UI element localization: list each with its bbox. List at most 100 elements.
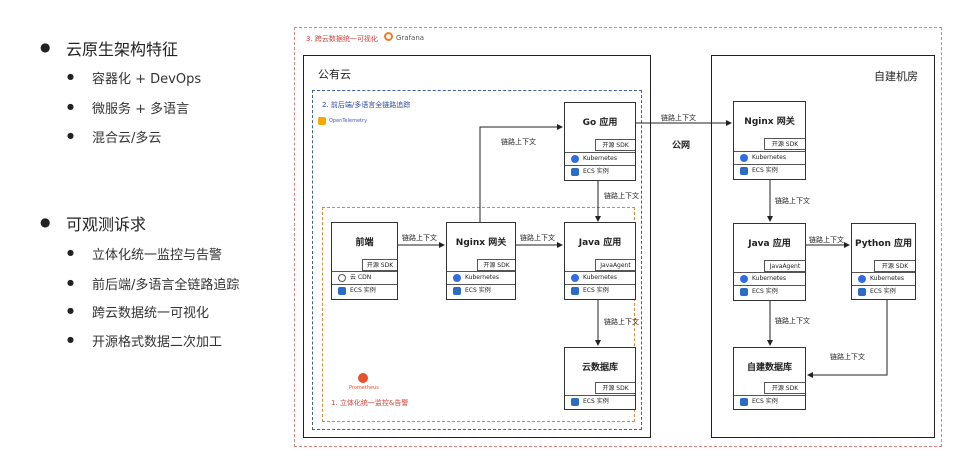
bullet-dot: ● xyxy=(67,335,74,344)
infra-row: ECS 实例 xyxy=(734,164,805,176)
ecs-icon xyxy=(740,166,748,175)
node-java-public[interactable]: Java 应用 JavaAgent Kubernetes ECS 实例 xyxy=(564,222,636,300)
bullet-dot: ● xyxy=(67,248,74,257)
section-title: 云原生架构特征 xyxy=(66,40,179,59)
edge-label: 链路上下文 xyxy=(604,318,639,326)
list-item: 开源格式数据二次加工 xyxy=(92,335,223,350)
node-title: Java 应用 xyxy=(748,239,791,249)
ecs-icon xyxy=(740,287,748,296)
grafana-icon xyxy=(384,32,393,41)
sdk-label: 开源 SDK xyxy=(595,382,635,394)
node-cloud-db[interactable]: 云数据库 开源 SDK ECS 实例 xyxy=(564,347,636,410)
infra-row: Kubernetes xyxy=(852,272,915,284)
visualization-label: 3. 跨云数据统一可视化 xyxy=(306,35,378,43)
opentelemetry-icon xyxy=(318,117,326,125)
kubernetes-icon xyxy=(453,273,461,282)
tracing-region xyxy=(312,90,642,430)
node-title: 云数据库 xyxy=(581,363,618,373)
infra-row: Kubernetes xyxy=(565,152,635,164)
edge-label: 链路上下文 xyxy=(661,114,696,122)
ecs-icon xyxy=(453,286,461,295)
list-item: 跨云数据统一可视化 xyxy=(92,306,210,321)
ecs-icon xyxy=(740,397,748,406)
infra-row: Kubernetes xyxy=(447,271,515,283)
node-nginx-private[interactable]: Nginx 网关 开源 SDK Kubernetes ECS 实例 xyxy=(733,101,806,180)
agent-label: JavaAgent xyxy=(595,259,635,271)
bullet-dot: ● xyxy=(40,215,51,229)
bullet-dot: ● xyxy=(67,131,74,140)
list-item: 容器化 + DevOps xyxy=(92,72,202,87)
node-python-app[interactable]: Python 应用 开源 SDK Kubernetes ECS 实例 xyxy=(851,223,916,300)
bullet-dot: ● xyxy=(67,306,74,315)
list-item: 前后端/多语言全链路追踪 xyxy=(92,278,240,293)
edge-label: 链路上下文 xyxy=(775,317,810,325)
node-title: Python 应用 xyxy=(854,239,913,249)
bullet-dot: ● xyxy=(40,40,51,54)
infra-row: ECS 实例 xyxy=(565,165,635,177)
bullet-dot: ● xyxy=(67,278,74,287)
kubernetes-icon xyxy=(571,154,579,163)
section-title: 可观测诉求 xyxy=(66,215,147,234)
kubernetes-icon xyxy=(740,153,748,162)
node-title: 自建数据库 xyxy=(746,363,792,373)
node-title: Go 应用 xyxy=(582,118,618,128)
monitoring-label: 1. 立体化统一监控&告警 xyxy=(331,399,409,407)
sdk-label: 开源 SDK xyxy=(764,382,805,394)
public-cloud-label: 公有云 xyxy=(318,68,351,81)
prometheus-label: Prometheus xyxy=(349,385,379,391)
ecs-icon xyxy=(571,286,579,295)
node-title: Java 应用 xyxy=(578,238,622,248)
kubernetes-icon xyxy=(571,273,579,282)
edge-label: 链路上下文 xyxy=(830,353,865,361)
prometheus-icon xyxy=(358,373,368,383)
ecs-icon xyxy=(571,167,579,176)
list-item: 混合云/多云 xyxy=(92,131,162,146)
node-title: Nginx 网关 xyxy=(744,117,795,127)
grafana-label: Grafana xyxy=(396,34,425,42)
infra-row: 云 CDN xyxy=(332,271,397,283)
infra-row: ECS 实例 xyxy=(447,284,515,296)
bullet-dot: ● xyxy=(67,72,74,81)
sdk-label: 开源 SDK xyxy=(595,139,635,151)
infra-row: Kubernetes xyxy=(734,272,805,284)
kubernetes-icon xyxy=(858,274,866,283)
node-title: 前端 xyxy=(355,238,374,248)
infra-row: ECS 实例 xyxy=(734,285,805,297)
node-java-private[interactable]: Java 应用 JavaAgent Kubernetes ECS 实例 xyxy=(733,223,806,301)
private-dc-region xyxy=(711,55,935,438)
infra-row: ECS 实例 xyxy=(852,285,915,297)
ecs-icon xyxy=(858,287,866,296)
edge-label: 链路上下文 xyxy=(809,236,844,244)
cdn-icon xyxy=(338,273,346,282)
list-item: 微服务 + 多语言 xyxy=(92,102,190,117)
infra-row: ECS 实例 xyxy=(565,395,635,407)
private-dc-label: 自建机房 xyxy=(874,70,918,83)
infra-row: Kubernetes xyxy=(734,151,805,163)
visualization-region xyxy=(294,27,942,447)
infra-row: ECS 实例 xyxy=(332,284,397,296)
list-item: 立体化统一监控与告警 xyxy=(92,248,223,263)
sdk-label: 开源 SDK xyxy=(362,259,397,271)
infra-row: Kubernetes xyxy=(565,271,635,283)
infra-row: ECS 实例 xyxy=(565,284,635,296)
edge-label: 链路上下文 xyxy=(775,197,810,205)
node-title: Nginx 网关 xyxy=(455,238,507,248)
public-cloud-region xyxy=(303,55,651,438)
edge-label: 链路上下文 xyxy=(604,192,639,200)
ecs-icon xyxy=(338,286,346,295)
bullet-dot: ● xyxy=(67,102,74,111)
sdk-label: 开源 SDK xyxy=(477,259,515,271)
edge-label: 链路上下文 xyxy=(501,138,536,146)
tracing-label: 2. 前后端/多语言全链路追踪 xyxy=(322,101,411,109)
edge-label: 链路上下文 xyxy=(520,234,555,242)
kubernetes-icon xyxy=(740,274,748,283)
infra-row: ECS 实例 xyxy=(734,395,805,407)
agent-label: JavaAgent xyxy=(764,260,805,272)
node-go-app[interactable]: Go 应用 开源 SDK Kubernetes ECS 实例 xyxy=(564,102,636,181)
node-nginx-public[interactable]: Nginx 网关 开源 SDK Kubernetes ECS 实例 xyxy=(446,222,516,300)
node-frontend[interactable]: 前端 开源 SDK 云 CDN ECS 实例 xyxy=(331,222,398,300)
ecs-icon xyxy=(571,397,579,406)
monitoring-region xyxy=(322,207,635,422)
node-self-db[interactable]: 自建数据库 开源 SDK ECS 实例 xyxy=(733,347,806,410)
